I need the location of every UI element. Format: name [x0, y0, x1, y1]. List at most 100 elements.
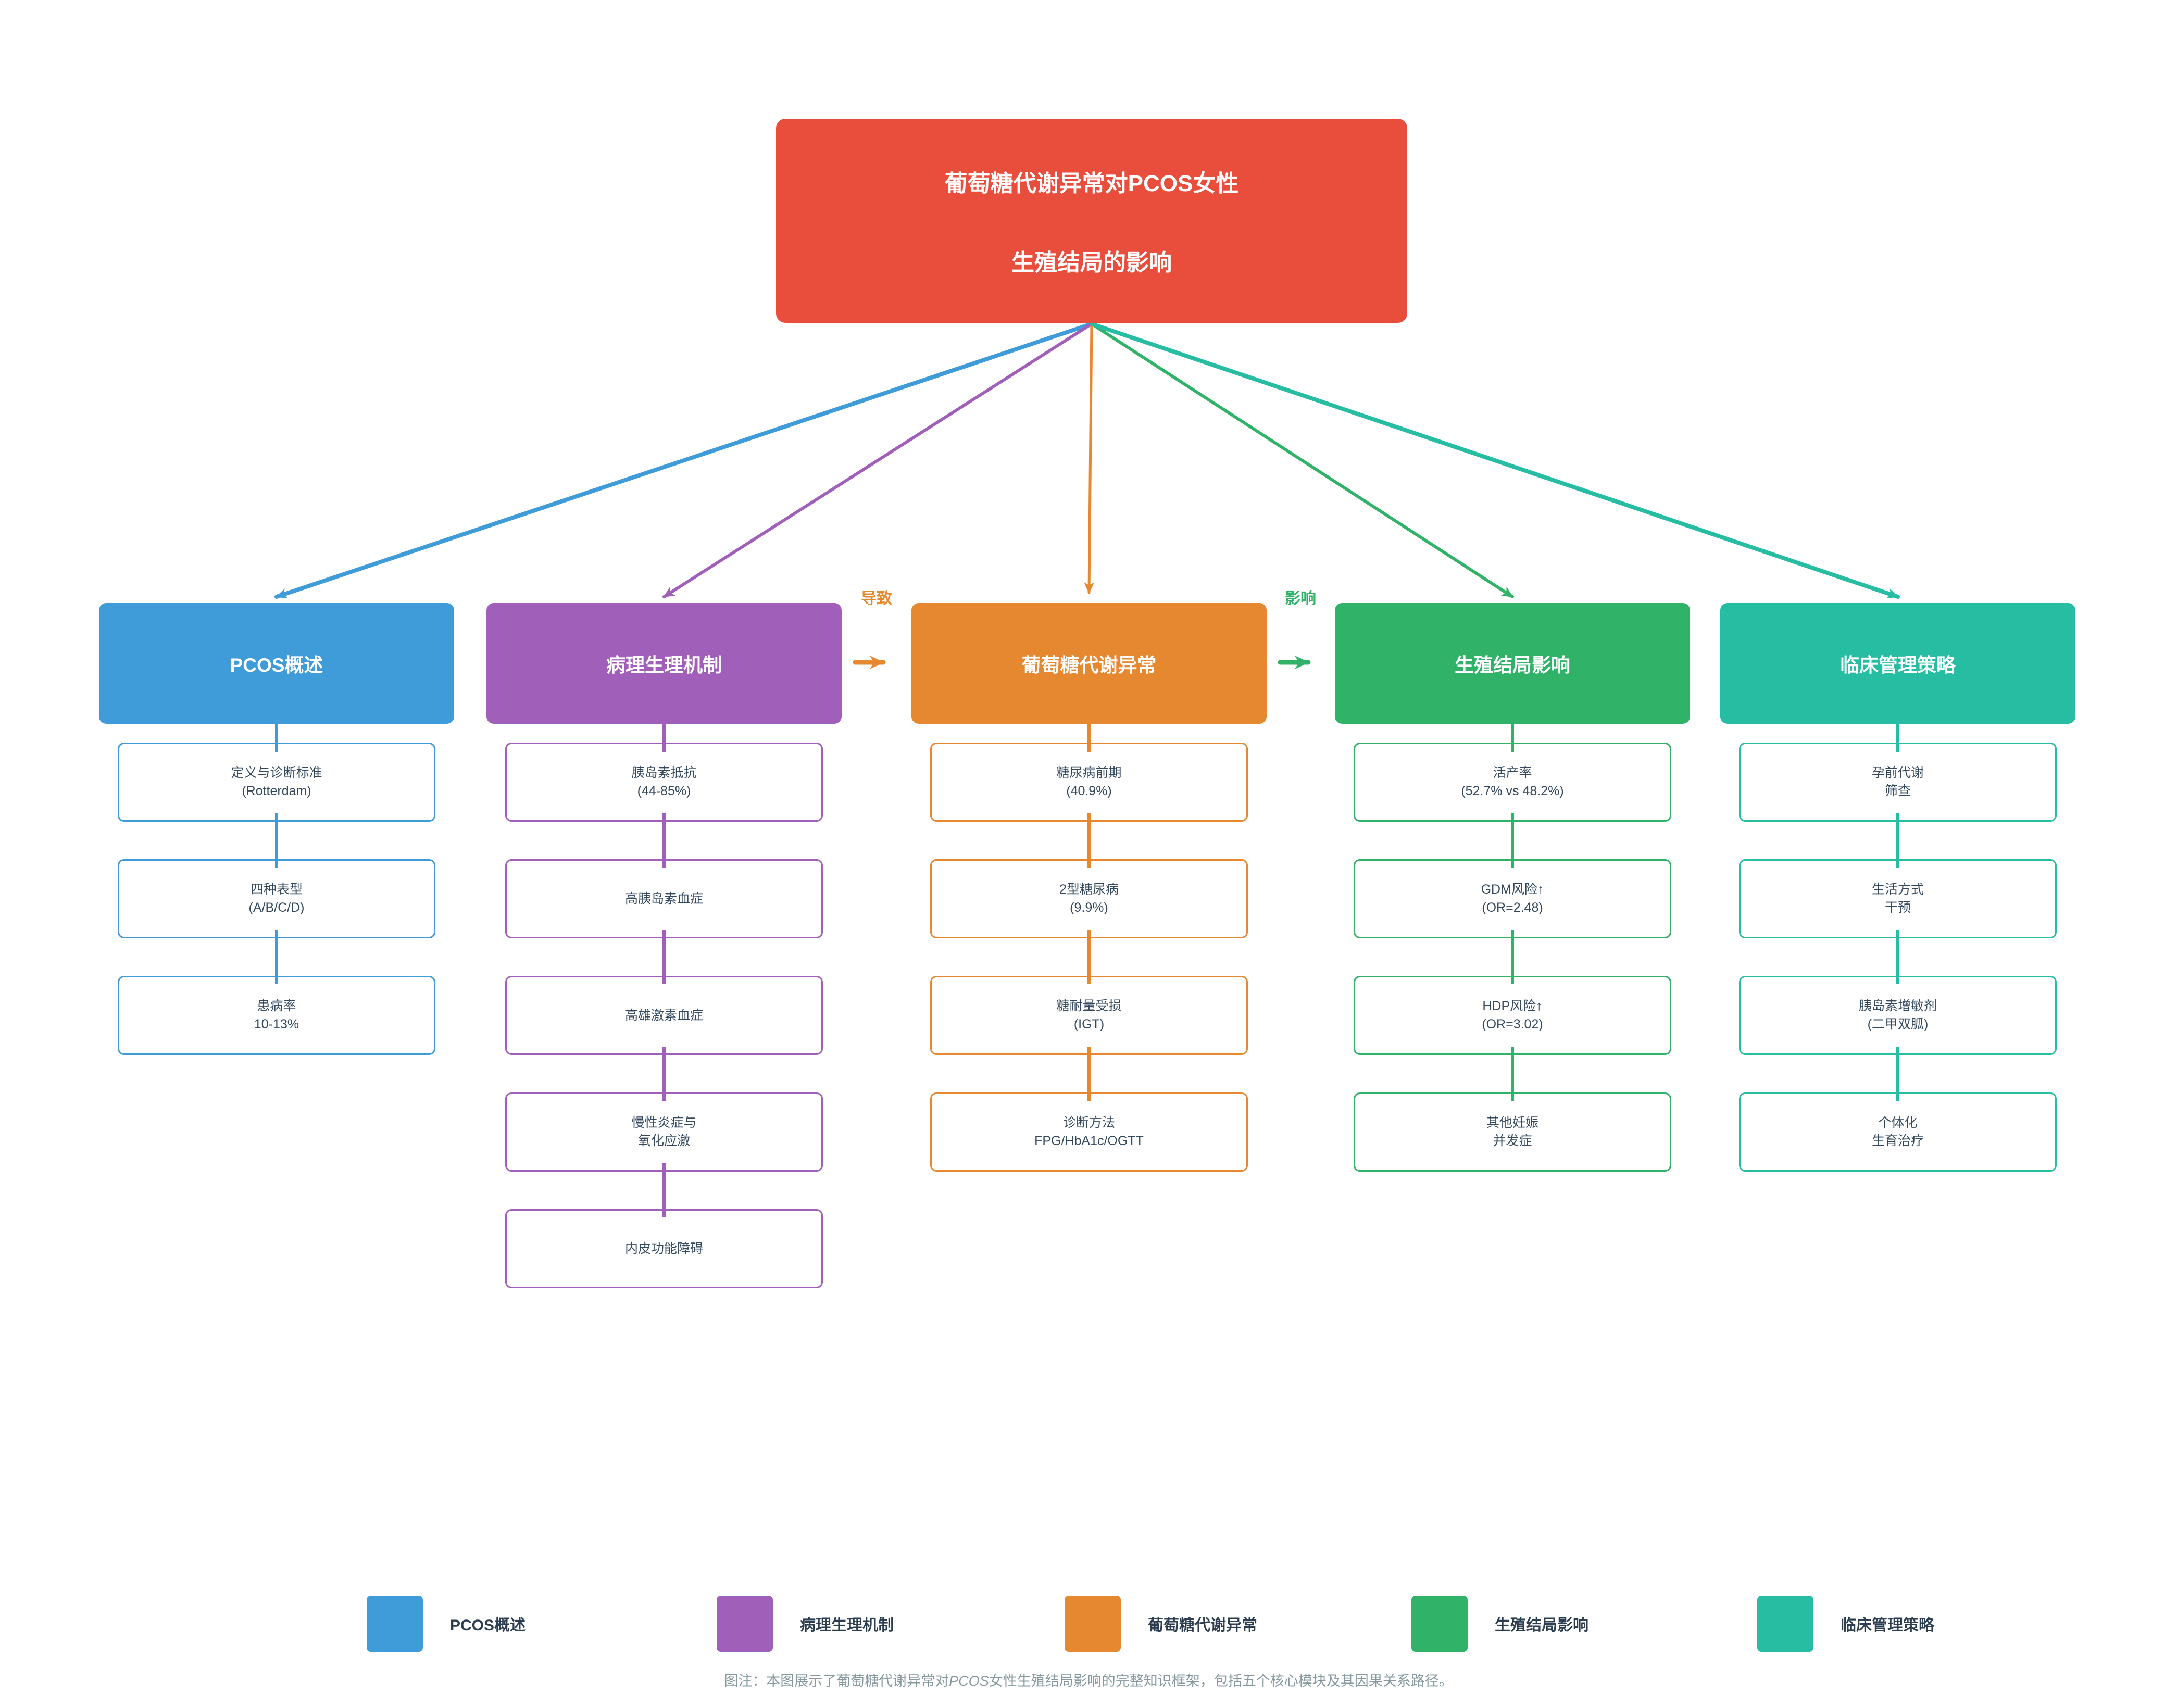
connector-line [662, 1047, 666, 1101]
child-node-text: 胰岛素增敏剂 [1858, 999, 1937, 1013]
child-node: 个体化生育治疗 [1739, 1092, 2057, 1172]
connector-line [1087, 930, 1091, 984]
column-header-2: 病理生理机制 [486, 603, 842, 724]
child-node-text: 胰岛素抵抗 [631, 765, 697, 780]
column-title: 生殖结局影响 [1455, 655, 1570, 676]
connector-line [1087, 1047, 1091, 1101]
caption-pcos: PCOS [949, 1673, 989, 1689]
child-node: 糖尿病前期(40.9%) [930, 743, 1248, 822]
caption-prefix: 图注：本图展示了葡萄糖代谢异常对 [724, 1673, 949, 1689]
child-node: 孕前代谢筛查 [1739, 743, 2057, 822]
child-node-text: 个体化 [1878, 1115, 1918, 1130]
child-node: 四种表型 (A/B/C/D) [118, 859, 435, 938]
legend-swatch [1757, 1596, 1813, 1652]
child-node-text: (9.9%) [1070, 900, 1108, 915]
column-title: 病理生理机制 [606, 655, 722, 676]
connector-line [1511, 813, 1514, 868]
child-node: 胰岛素抵抗 (44-85%) [505, 743, 823, 822]
connector-line [1896, 714, 1899, 752]
child-node-text: 生育治疗 [1871, 1134, 1924, 1148]
connector-line [275, 930, 278, 984]
child-node: 活产率(52.7% vs 48.2%) [1354, 743, 1671, 822]
root-title-line1: 葡萄糖代谢异常对PCOS女性 [944, 171, 1239, 196]
child-node-text: (Rotterdam) [242, 784, 311, 798]
legend-swatch [367, 1596, 423, 1652]
legend-item: 生殖结局影响 [1411, 1596, 1588, 1652]
child-node-text: 四种表型 [250, 882, 303, 897]
connector-line [275, 714, 278, 752]
child-node: 其他妊娠并发症 [1354, 1092, 1671, 1172]
child-node: 生活方式干预 [1739, 859, 2057, 938]
legend-label: 临床管理策略 [1841, 1617, 1934, 1634]
child-node-text: 内皮功能障碍 [624, 1241, 703, 1256]
child-node: 糖耐量受损 (IGT) [930, 976, 1248, 1055]
child-node-text: (A/B/C/D) [248, 900, 305, 915]
connector-line [1896, 1047, 1899, 1101]
connector-line [1511, 1047, 1514, 1101]
connector-line [662, 714, 666, 752]
child-node-text: 生活方式 [1871, 882, 1924, 897]
connector-line [662, 1163, 666, 1217]
connector-line [662, 930, 666, 984]
connector-line [1896, 930, 1899, 984]
legend-swatch [717, 1596, 773, 1652]
column-header-1: PCOS概述 [99, 603, 454, 724]
child-node-text: 筛查 [1884, 784, 1911, 798]
child-node-text: 患病率 [257, 999, 296, 1013]
child-node-text: 高雄激素血症 [624, 1008, 703, 1023]
legend-swatch [1411, 1596, 1468, 1652]
diagonal-arrow-1 [274, 322, 1094, 599]
child-node-text: (IGT) [1073, 1017, 1105, 1032]
child-node-text: 糖耐量受损 [1056, 999, 1122, 1013]
child-node: 内皮功能障碍 [505, 1209, 823, 1288]
child-node-text: FPG/HbA1c/OGTT [1034, 1134, 1144, 1148]
connector-line [275, 813, 278, 868]
child-node: 高胰岛素血症 [505, 859, 823, 938]
connector-line [662, 813, 666, 868]
diagonal-arrow-3 [1084, 322, 1095, 594]
child-node: GDM风险↑(OR=2.48) [1354, 859, 1671, 938]
root-node: 葡萄糖代谢异常对PCOS女性 生殖结局的影响 [776, 119, 1407, 323]
caption-suffix: 女性生殖结局影响的完整知识框架，包括五个核心模块及其因果关系路径。 [989, 1673, 1453, 1689]
column-title: PCOS概述 [230, 655, 323, 676]
child-node: 2型糖尿病 (9.9%) [930, 859, 1248, 938]
legend-item: 病理生理机制 [717, 1596, 894, 1652]
diagonal-arrow-4 [1090, 322, 1514, 598]
child-node-text: (OR=2.48) [1482, 900, 1543, 915]
legend-item: 临床管理策略 [1757, 1596, 1934, 1652]
child-node-text: 高胰岛素血症 [624, 891, 703, 906]
connector-line [1087, 813, 1091, 868]
child-node-text: (52.7% vs 48.2%) [1461, 784, 1564, 798]
child-node: 高雄激素血症 [505, 976, 823, 1055]
legend-item: 葡萄糖代谢异常 [1065, 1596, 1257, 1652]
child-node-text: 其他妊娠 [1486, 1115, 1538, 1130]
column-header-4: 生殖结局影响 [1335, 603, 1690, 724]
column-header-5: 临床管理策略 [1720, 603, 2075, 724]
child-node-text: (40.9%) [1066, 784, 1112, 798]
child-node-text: (44-85%) [637, 784, 691, 798]
connector-line [1511, 714, 1514, 752]
connector-line [1511, 930, 1514, 984]
legend-label: 病理生理机制 [800, 1617, 894, 1634]
child-node-text: 2型糖尿病 [1059, 882, 1119, 897]
column-title: 葡萄糖代谢异常 [1021, 655, 1157, 676]
legend-label: 葡萄糖代谢异常 [1148, 1617, 1257, 1634]
diagonal-arrow-5 [1090, 322, 1900, 599]
child-node-text: (二甲双胍) [1867, 1017, 1929, 1032]
legend-label: PCOS概述 [450, 1617, 526, 1634]
root-title-line2: 生殖结局的影响 [1011, 250, 1172, 275]
child-node: HDP风险↑ (OR=3.02) [1354, 976, 1671, 1055]
column-header-3: 葡萄糖代谢异常 [911, 603, 1267, 724]
child-node-text: HDP风险↑ [1482, 999, 1543, 1013]
legend-swatch [1065, 1596, 1121, 1652]
caption: 图注：本图展示了葡萄糖代谢异常对PCOS女性生殖结局影响的完整知识框架，包括五个… [0, 1669, 2177, 1690]
edge-label-affect: 影响 [1285, 590, 1316, 607]
child-node-text: (OR=3.02) [1482, 1017, 1543, 1032]
column-title: 临床管理策略 [1840, 655, 1956, 676]
child-node: 胰岛素增敏剂 (二甲双胍) [1739, 976, 2057, 1055]
child-node-text: 慢性炎症与 [631, 1115, 697, 1130]
legend-item: PCOS概述 [367, 1596, 526, 1652]
